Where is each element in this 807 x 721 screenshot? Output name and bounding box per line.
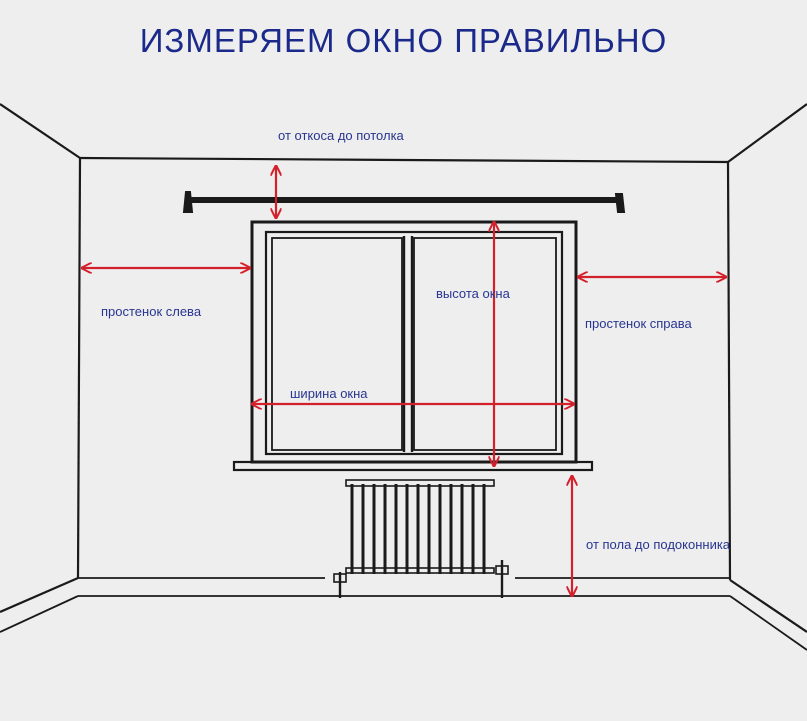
diagram-title: ИЗМЕРЯЕМ ОКНО ПРАВИЛЬНО (139, 22, 668, 59)
left-wall-label: простенок слева (101, 304, 202, 319)
room-walls (0, 103, 807, 633)
baseboard (0, 577, 807, 651)
window-height-label: высота окна (436, 286, 510, 301)
ceiling-gap-label: от откоса до потолка (278, 128, 404, 143)
floor-to-sill-label: от пола до подоконника (586, 537, 731, 552)
window-sill (232, 460, 594, 472)
window-width-label: ширина окна (290, 386, 368, 401)
radiator (333, 479, 509, 598)
right-wall-label: простенок справа (585, 316, 692, 331)
window-frame (250, 220, 578, 464)
curtain-rod (182, 191, 626, 213)
